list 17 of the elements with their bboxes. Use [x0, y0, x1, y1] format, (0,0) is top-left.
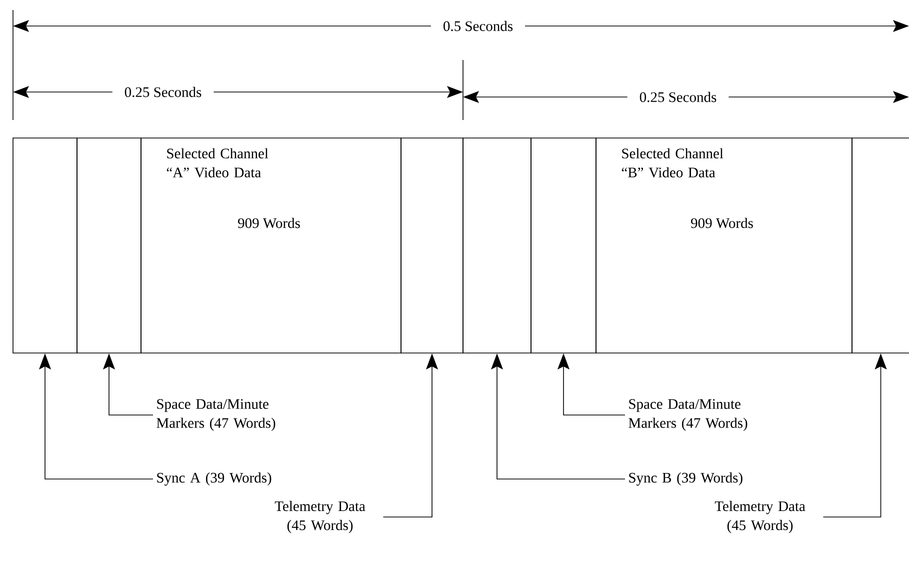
callout-text: Space Data/Minute Markers (47 Words) — [156, 399, 276, 431]
frame-segment — [76, 138, 142, 354]
frame-segment — [12, 138, 78, 354]
callout-text: Sync A (39 Words) — [157, 472, 272, 486]
frame-segment — [400, 138, 464, 354]
dimension-label: 0.25 Seconds — [112, 84, 214, 100]
callout-text: Space Data/Minute Markers (47 Words) — [628, 399, 748, 431]
video-data-segment: Selected Channel “B” Video Data 909 Words — [596, 138, 852, 354]
frame-segment — [462, 138, 532, 354]
callout-text: Telemetry Data (45 Words) — [274, 500, 366, 534]
frame-segment — [852, 138, 909, 354]
dimension-label: 0.5 Seconds — [430, 18, 526, 34]
frame-segment — [530, 138, 596, 354]
callout-text: Telemetry Data (45 Words) — [714, 500, 806, 534]
video-data-segment: Selected Channel “A” Video Data 909 Words — [140, 138, 402, 354]
callout-text: Sync B (39 Words) — [629, 472, 742, 486]
dimension-label: 0.25 Seconds — [627, 90, 729, 104]
